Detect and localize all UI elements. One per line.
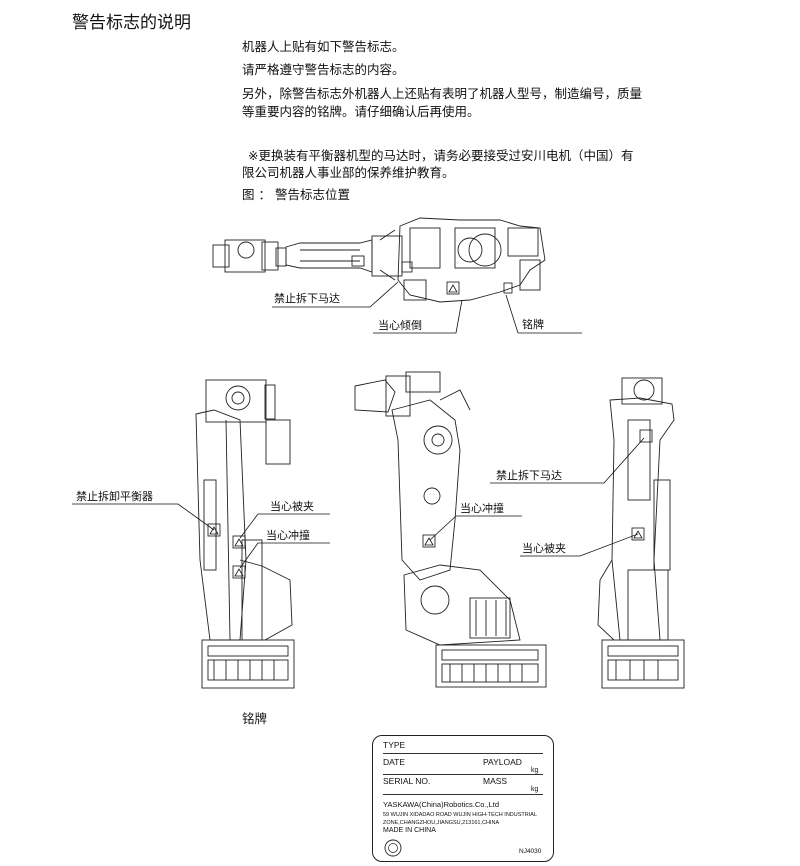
np-address-2: ZONE,CHANGZHOU,JIANGSU,213161,CHINA	[383, 820, 500, 826]
robot-middle-view	[354, 371, 547, 688]
note-line: ※更换装有平衡器机型的马达时，请务必要接受过安川电机（中国）有	[248, 148, 634, 163]
nameplate-heading: 铭牌	[242, 711, 268, 726]
label-impact-middle: 当心冲撞	[460, 501, 504, 515]
note-line: 限公司机器人事业部的保养维护教育。	[242, 165, 455, 180]
page-title: 警告标志的说明	[72, 13, 191, 33]
np-kg2: kg	[531, 786, 539, 793]
robot-top-view	[212, 217, 546, 303]
label-no-remove-balancer: 禁止拆卸平衡器	[76, 489, 153, 503]
np-kg1: kg	[531, 767, 539, 774]
leader-lines	[72, 281, 645, 569]
label-tip-over: 当心倾倒	[378, 318, 422, 332]
warning-stickers	[207, 261, 653, 579]
np-mass: MASS	[483, 776, 508, 786]
label-pinch-right: 当心被夹	[522, 541, 566, 555]
np-type: TYPE	[383, 740, 406, 750]
np-made-in: MADE IN CHINA	[383, 827, 436, 834]
paragraph-line: 另外，除警告标志外机器人上还贴有表明了机器人型号，制造编号，质量	[242, 86, 643, 101]
paragraph-line: 等重要内容的铭牌。请仔细确认后再使用。	[242, 104, 480, 119]
np-date: DATE	[383, 757, 406, 767]
label-no-remove-motor-right: 禁止拆下马达	[496, 468, 562, 482]
np-code: NJ4030	[519, 848, 542, 855]
np-serial: SERIAL NO.	[383, 776, 431, 786]
np-divider	[383, 794, 543, 795]
label-pinch-left: 当心被夹	[270, 499, 314, 513]
nameplate: TYPE DATE PAYLOAD kg SERIAL NO. MASS kg …	[372, 735, 554, 862]
np-divider	[383, 774, 543, 775]
np-payload: PAYLOAD	[483, 757, 522, 767]
np-divider	[383, 753, 543, 754]
np-logo-icon	[384, 839, 402, 857]
np-company: YASKAWA(China)Robotics.Co.,Ltd	[383, 800, 500, 809]
label-no-remove-motor: 禁止拆下马达	[274, 291, 340, 305]
robot-right-view	[597, 377, 685, 689]
paragraph-line: 机器人上贴有如下警告标志。	[242, 39, 405, 54]
label-impact-left: 当心冲撞	[266, 528, 310, 542]
np-address-1: 59 WUJIN XIDADAO ROAD WUJIN HIGH-TECH IN…	[383, 812, 538, 818]
paragraph-line: 请严格遵守警告标志的内容。	[242, 62, 405, 77]
figure-caption: 图 ： 警告标志位置	[242, 187, 350, 202]
robot-left-view	[195, 379, 295, 689]
label-nameplate: 铭牌	[522, 317, 544, 331]
